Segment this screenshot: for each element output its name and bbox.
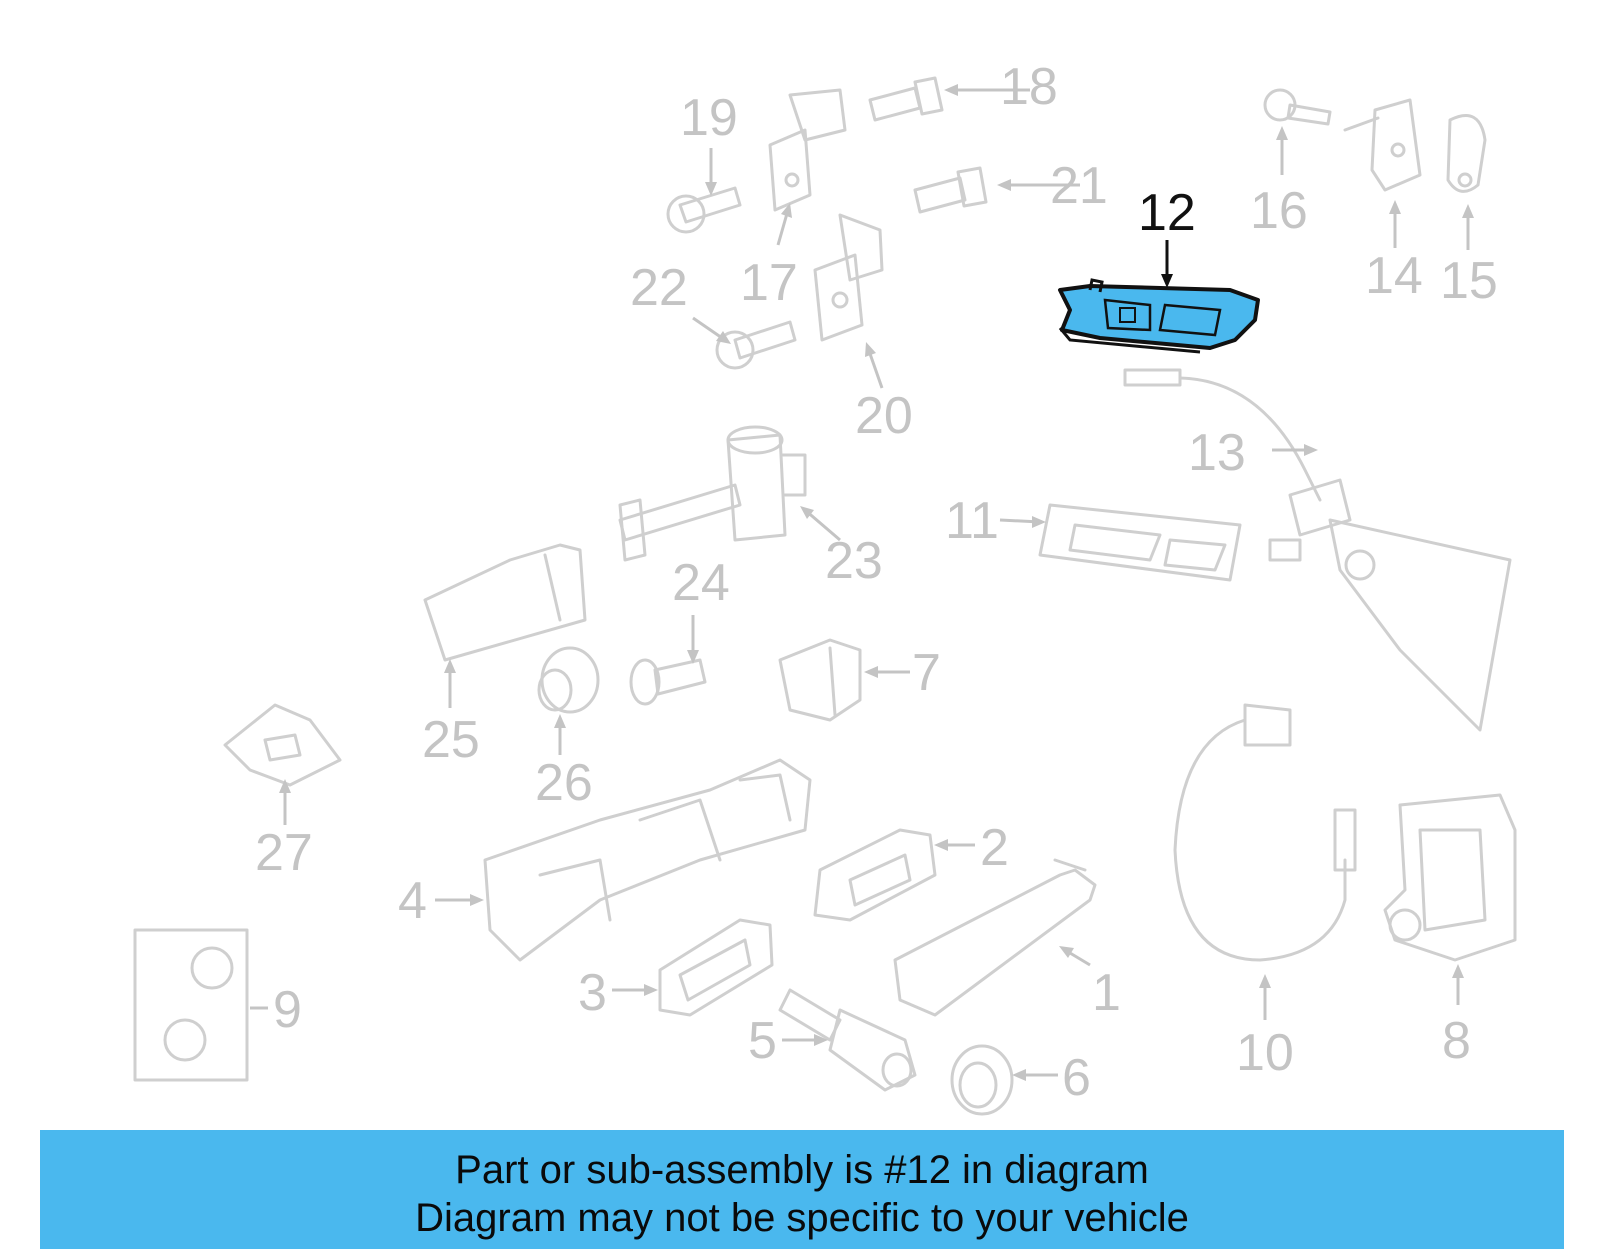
- callout-25: 25: [422, 711, 480, 769]
- callout-11: 11: [945, 492, 999, 550]
- part-4-carrier: [483, 758, 812, 962]
- callout-3: 3: [578, 964, 607, 1022]
- banner-line-1: Part or sub-assembly is #12 in diagram: [455, 1148, 1149, 1192]
- part-18-bolt: [868, 76, 944, 122]
- callout-1: 1: [1092, 964, 1121, 1022]
- part-11-handle: [1038, 503, 1242, 582]
- callout-26: 26: [535, 754, 593, 812]
- callout-27: 27: [255, 824, 313, 882]
- part-21-bolt: [913, 166, 988, 214]
- part-16-screw: [1263, 88, 1332, 126]
- part-19-bolt: [666, 186, 742, 234]
- callout-24: 24: [672, 554, 730, 612]
- callout-14: 14: [1365, 247, 1423, 305]
- part-25-cover: [423, 543, 587, 662]
- part-5-lock-cylinder: [778, 988, 917, 1092]
- callout-9: 9: [273, 981, 302, 1039]
- callout-5: 5: [748, 1012, 777, 1070]
- part-3-gasket: [658, 918, 774, 1017]
- callout-12[interactable]: 12: [1138, 184, 1196, 242]
- callout-2: 2: [980, 819, 1009, 877]
- callout-20: 20: [855, 387, 913, 445]
- part-2-gasket: [813, 828, 937, 922]
- banner-line-2: Diagram may not be specific to your vehi…: [415, 1196, 1189, 1240]
- part-14-striker: [1343, 98, 1422, 192]
- callout-6: 6: [1062, 1049, 1091, 1107]
- callout-4: 4: [398, 872, 427, 930]
- part-17-hinge: [768, 88, 847, 212]
- part-13-cable: [1123, 368, 1322, 502]
- part-24-pin: [629, 658, 707, 706]
- callout-arrows: [250, 84, 1474, 1081]
- part-cable-bracket: [1268, 478, 1512, 732]
- part-6-cap: [950, 1044, 1014, 1116]
- callout-23: 23: [825, 532, 883, 590]
- part-27-clip: [223, 703, 342, 787]
- info-banner: Part or sub-assembly is #12 in diagram D…: [40, 1130, 1564, 1249]
- part-23-check-strap: [618, 425, 807, 562]
- callout-17: 17: [740, 254, 798, 312]
- part-20-hinge: [813, 213, 884, 342]
- callout-13: 13: [1188, 424, 1246, 482]
- callout-7: 7: [912, 644, 941, 702]
- callout-18: 18: [1000, 58, 1058, 116]
- callout-21: 21: [1050, 157, 1108, 215]
- part-1-outer-handle: [893, 858, 1097, 1017]
- part-12-highlighted[interactable]: [1058, 278, 1260, 354]
- part-10-cable: [1173, 703, 1357, 962]
- callout-labels: 18 19 21 12 16 17 22 14 15 20 13 11 23 2…: [255, 58, 1498, 1107]
- part-7-switch: [778, 638, 862, 722]
- part-22-bolt: [715, 320, 797, 370]
- callout-19: 19: [680, 89, 738, 147]
- callout-16: 16: [1250, 182, 1308, 240]
- part-9-screws: [133, 928, 249, 1082]
- callout-15: 15: [1440, 252, 1498, 310]
- part-15-plate: [1446, 114, 1487, 193]
- callout-10: 10: [1236, 1024, 1294, 1082]
- callout-8: 8: [1442, 1012, 1471, 1070]
- callout-22: 22: [630, 259, 688, 317]
- part-26-bushing: [537, 646, 600, 714]
- part-8-latch: [1383, 793, 1517, 962]
